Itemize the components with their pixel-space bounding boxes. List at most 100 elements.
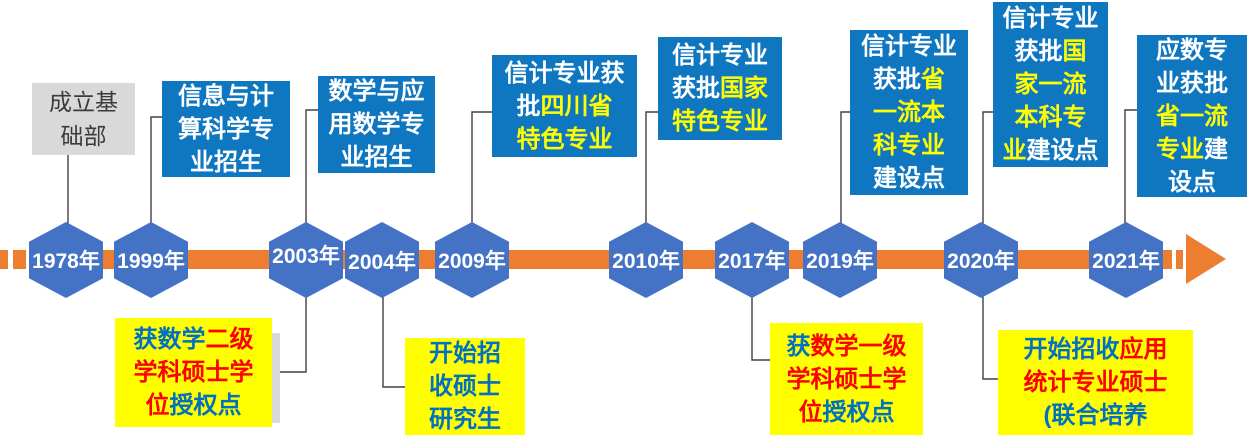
callout-text-line: 获批国家 (672, 72, 768, 105)
callout-text-segment: 获数学 (133, 326, 206, 353)
callout-text-line: 信计专业 (1003, 2, 1099, 35)
callout-math-applied-enrollment: 数学与应用数学专业招生 (318, 76, 435, 173)
callout-text-segment: 获 (786, 332, 811, 360)
callout-text-segment: 本科专 (1014, 104, 1087, 131)
callout-master-enrollment-start: 开始招收硕士研究生 (405, 338, 525, 435)
callout-text-segment: 业获批 (1156, 69, 1228, 97)
callout-text-line: 获数学一级 (787, 330, 907, 363)
callout-text-segment: 学科硕士学 (786, 365, 907, 393)
callout-text-segment: 数学与应 (328, 78, 425, 105)
callout-text-segment: 信息与计 (178, 82, 274, 110)
callout-text-segment: 学科硕士学 (133, 359, 254, 386)
callout-text-line: 础部 (61, 119, 107, 153)
callout-second-level-master-degree: 获数学二级学科硕士学位授权点 (115, 318, 272, 427)
callout-text-line: 研究生 (429, 403, 501, 435)
callout-text-line: 建设点 (873, 162, 945, 195)
connector-line (1124, 109, 1137, 224)
year-label: 2017年 (718, 250, 786, 273)
callout-text-segment: 授权点 (169, 392, 242, 419)
callout-text-line: 获批国 (1015, 35, 1087, 68)
callout-text-line: 业招生 (341, 141, 413, 174)
callout-text-segment: 开始招 (429, 340, 501, 367)
callout-text-line: 业建设点 (1003, 134, 1099, 167)
connector-line (305, 109, 318, 224)
callout-text-segment: 家一流 (1014, 71, 1087, 98)
callout-text-segment: 授权点 (822, 398, 895, 426)
year-label: 2010年 (612, 250, 680, 273)
callout-text-segment: 信计专业 (1002, 5, 1099, 32)
callout-text-segment: 国家 (720, 75, 768, 102)
callout-text-line: 学科硕士学 (787, 363, 907, 396)
callout-text-line: 算科学专 (178, 113, 274, 146)
shadow-strip (272, 333, 280, 423)
callout-text-line: 开始招收应用 (1024, 333, 1168, 366)
callout-text-segment: (联合培养 (1043, 402, 1148, 429)
callout-national-featured-major: 信计专业获批国家特色专业 (658, 37, 782, 140)
callout-text-line: 一流本 (873, 96, 945, 129)
callout-text-segment: 应用 (1119, 336, 1168, 363)
callout-info-computing-enrollment: 信息与计算科学专业招生 (162, 81, 290, 177)
year-label: 2020年 (947, 250, 1015, 273)
callout-text-segment: 国 (1062, 38, 1087, 65)
callout-text-line: 本科专 (1015, 101, 1087, 134)
callout-text-segment: 算科学专 (178, 115, 274, 143)
callout-text-segment: 信计专业获 (504, 59, 625, 87)
callout-text-segment: 专业 (1156, 135, 1204, 163)
timeline-start-dash (0, 250, 8, 269)
callout-text-line: 获数学二级 (134, 323, 254, 356)
callout-text-segment: 一流本 (873, 99, 945, 126)
callout-text-line: 专业建 (1156, 133, 1228, 166)
year-label: 2003年 (272, 245, 340, 268)
callout-applied-stats-master-enrollment: 开始招收应用统计专业硕士 (联合培养 (998, 330, 1193, 435)
callout-text-line: 信计专业获 (505, 57, 625, 90)
callout-text-line: 学科硕士学 (134, 356, 254, 389)
callout-text-line: 特色专业 (517, 123, 613, 156)
timeline-arrow-dash (1176, 250, 1183, 269)
callout-text-line: 批四川省 (517, 90, 613, 123)
connector-line (840, 111, 850, 224)
callout-text-line: 设点 (1168, 166, 1216, 199)
callout-text-segment: 二级 (205, 326, 254, 353)
connector-line (150, 116, 162, 224)
callout-text-line: 位授权点 (146, 389, 242, 422)
year-label: 2021年 (1092, 250, 1160, 273)
callout-text-line: (联合培养 (1044, 399, 1148, 432)
callout-text-segment: 收硕士 (429, 373, 501, 400)
connector-line (382, 296, 405, 388)
callout-text-line: 信计专业 (672, 39, 768, 72)
callout-sichuan-featured-major: 信计专业获批四川省特色专业 (492, 55, 637, 157)
callout-text-segment: 特色专业 (516, 125, 613, 153)
callout-text-line: 用数学专 (329, 108, 425, 141)
callout-text-segment: 数学一级 (810, 332, 907, 360)
callout-text-line: 信计专业 (861, 30, 957, 63)
callout-text-line: 位授权点 (799, 396, 895, 429)
year-label: 2004年 (348, 251, 416, 274)
year-label: 1999年 (117, 250, 185, 273)
callout-text-segment: 用数学专 (328, 111, 425, 138)
callout-text-line: 业招生 (190, 146, 262, 179)
callout-text-line: 科专业 (873, 129, 945, 162)
callout-text-segment: 业招生 (190, 148, 262, 176)
connector-line (645, 111, 658, 224)
callout-first-level-master-degree: 获数学一级学科硕士学位授权点 (770, 323, 923, 435)
callout-text-line: 开始招 (429, 337, 501, 370)
callout-text-segment: 研究生 (429, 406, 501, 433)
connector-line (982, 296, 998, 380)
callout-text-segment: 应数专 (1156, 36, 1228, 64)
year-label: 2019年 (806, 250, 874, 273)
callout-text-segment: 位 (798, 398, 823, 426)
connector-line (471, 111, 492, 224)
callout-provincial-first-class-point: 信计专业获批省一流本科专业建设点 (850, 30, 968, 195)
callout-text-segment: 建设点 (873, 165, 945, 192)
callout-applied-math-first-class-point: 应数专业获批省一流专业建设点 (1137, 35, 1247, 197)
callout-text-segment: 建 (1204, 135, 1228, 163)
callout-text-segment: 业 (1002, 137, 1027, 164)
callout-text-segment: 设点 (1168, 168, 1216, 196)
callout-text-segment: 成立基 (49, 89, 118, 115)
callout-text-line: 省一流 (1156, 100, 1228, 133)
callout-text-segment: 统计专业硕士 (1023, 369, 1168, 396)
callout-text-line: 数学与应 (329, 75, 425, 108)
callout-text-line: 业获批 (1156, 67, 1228, 100)
